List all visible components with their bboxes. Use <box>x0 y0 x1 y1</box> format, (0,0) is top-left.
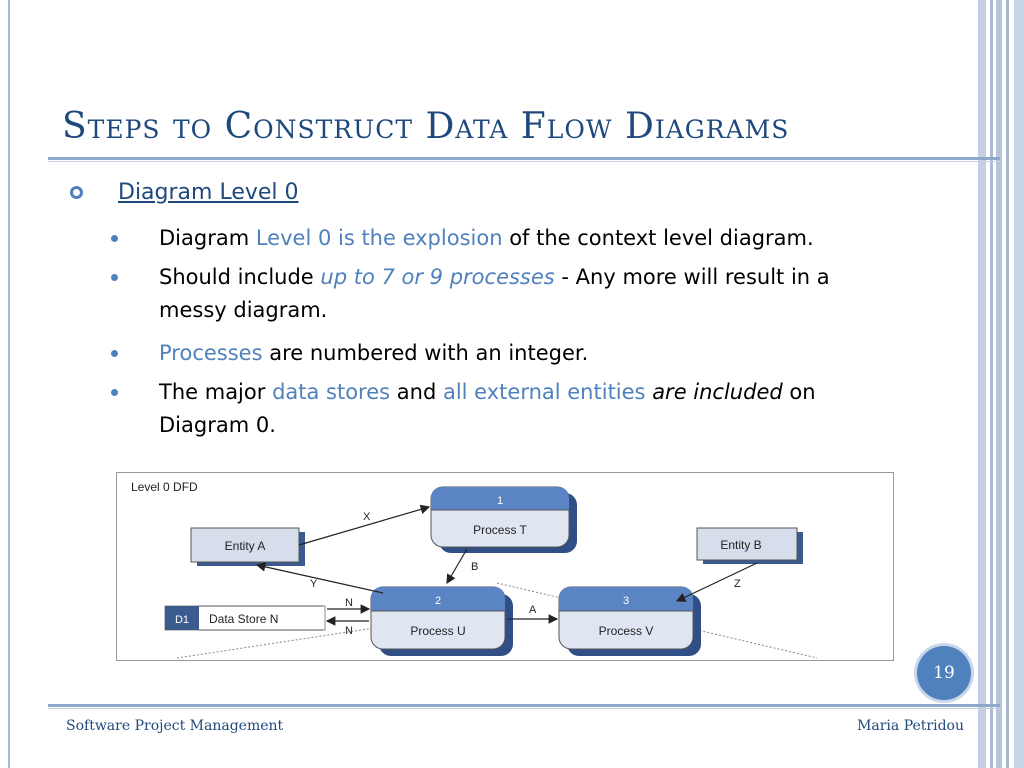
bullet-text-run: all external entities <box>442 380 646 404</box>
level1-heading[interactable]: Diagram Level 0 <box>118 180 299 205</box>
process-t-label: Process T <box>473 523 527 537</box>
flow-arrow-y <box>255 562 384 594</box>
bullet-text-run: Should include <box>159 265 321 289</box>
bullet-text-run: up to 7 or 9 processes <box>320 265 555 289</box>
bullet-text-run: are numbered with an integer. <box>262 341 589 365</box>
entity-a-label: Entity A <box>225 539 266 553</box>
flow-label-x: X <box>363 511 371 523</box>
data-store-n: D1 Data Store N <box>164 605 326 631</box>
entity-a: Entity A <box>190 527 305 566</box>
slide-number-badge: 19 <box>917 646 971 700</box>
footer-divider-thin <box>48 708 1000 709</box>
bullet-text-run: The major <box>159 380 273 404</box>
process-v-label: Process V <box>599 624 654 638</box>
bullet-text-run: and <box>390 380 443 404</box>
right-border-stripe <box>1014 0 1024 768</box>
flow-arrow-z <box>675 562 758 602</box>
process-v-number: 3 <box>623 595 629 607</box>
flow-label-b: B <box>471 561 478 573</box>
process-u: 2 Process U <box>370 586 513 656</box>
process-v: 3 Process V <box>558 586 701 656</box>
bullet-text: Should include up to 7 or 9 processes - … <box>159 261 889 327</box>
right-border-stripe <box>978 0 986 768</box>
bullet-dot-icon <box>111 235 118 242</box>
entity-b-label: Entity B <box>720 538 761 552</box>
process-t-number: 1 <box>497 495 503 507</box>
bullet-dot-icon <box>111 389 118 396</box>
right-border-stripe <box>996 0 1002 768</box>
bullet-dot-icon <box>111 350 118 357</box>
bullet-text: The major data stores and all external e… <box>159 376 889 442</box>
flow-label-a: A <box>529 604 537 616</box>
bullet-text: Processes are numbered with an integer. <box>159 337 889 370</box>
left-frame-line <box>8 0 10 768</box>
slide-title: Steps to Construct Data Flow Diagrams <box>62 106 790 147</box>
bullet-text-run: on Diagram 0. <box>159 380 816 437</box>
bullet-text-run: are included <box>652 380 783 404</box>
dfd-image: Level 0 DFD Entity A Entity B 1 Process … <box>116 472 894 661</box>
footer-author: Maria Petridou <box>857 718 964 734</box>
flow-label-n1: N <box>345 597 353 609</box>
title-divider <box>48 157 1000 160</box>
flow-label-n2: N <box>345 625 353 637</box>
right-border-stripe <box>1006 0 1009 768</box>
flow-label-y: Y <box>310 578 318 590</box>
flow-arrow-x <box>298 504 431 546</box>
right-border-stripe <box>990 0 993 768</box>
process-u-number: 2 <box>435 595 441 607</box>
bullet-text-run: - Any more will result in a messy diagra… <box>159 265 830 322</box>
flow-arrow-b <box>446 548 468 585</box>
bullet-text-run: data stores <box>272 380 391 404</box>
diagram-label: Level 0 DFD <box>131 480 198 494</box>
data-store-label: Data Store N <box>209 612 278 626</box>
dotted-guide-line <box>176 622 408 659</box>
entity-b: Entity B <box>696 527 803 564</box>
data-store-id: D1 <box>175 614 189 626</box>
process-t: 1 Process T <box>430 486 577 553</box>
bullet-text-run: Processes <box>159 341 263 365</box>
bullet-text-run: of the context level diagram. <box>502 226 814 250</box>
bullet-dot-icon <box>111 274 118 281</box>
bullet-text-run: Diagram <box>159 226 256 250</box>
bullet-text-run: Level 0 is the explosion <box>255 226 503 250</box>
bullet-text: Diagram Level 0 is the explosion of the … <box>159 222 889 255</box>
flow-label-z: Z <box>734 578 741 590</box>
title-divider-thin <box>48 161 1000 162</box>
footer-course: Software Project Management <box>66 718 284 734</box>
ring-bullet-icon <box>70 186 83 199</box>
process-u-label: Process U <box>410 624 465 638</box>
footer-divider <box>48 704 1000 707</box>
dfd-diagram: Level 0 DFD Entity A Entity B 1 Process … <box>131 480 818 659</box>
